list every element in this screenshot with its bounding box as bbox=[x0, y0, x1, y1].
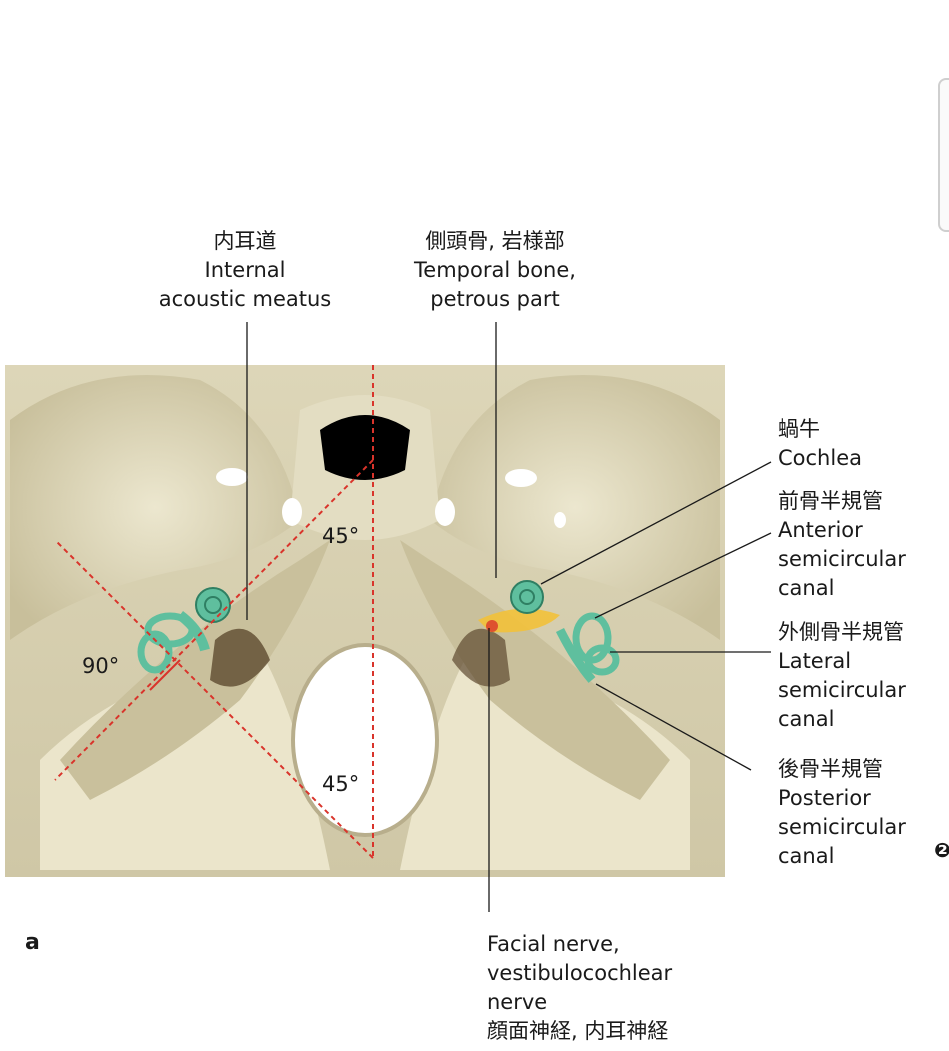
right-foramen-ovale bbox=[505, 469, 537, 487]
right-cochlea bbox=[511, 581, 543, 613]
left-foramen-ovale bbox=[216, 468, 248, 486]
foramen-magnum bbox=[293, 645, 437, 835]
left-foramen-lacerum bbox=[282, 498, 302, 526]
angle-lower-45: 45° bbox=[322, 772, 359, 796]
angle-upper-45: 45° bbox=[322, 524, 359, 548]
sella-shadow bbox=[320, 415, 410, 480]
angle-90: 90° bbox=[82, 654, 119, 678]
right-foramen-spinosum bbox=[554, 512, 566, 528]
right-foramen-lacerum bbox=[435, 498, 455, 526]
